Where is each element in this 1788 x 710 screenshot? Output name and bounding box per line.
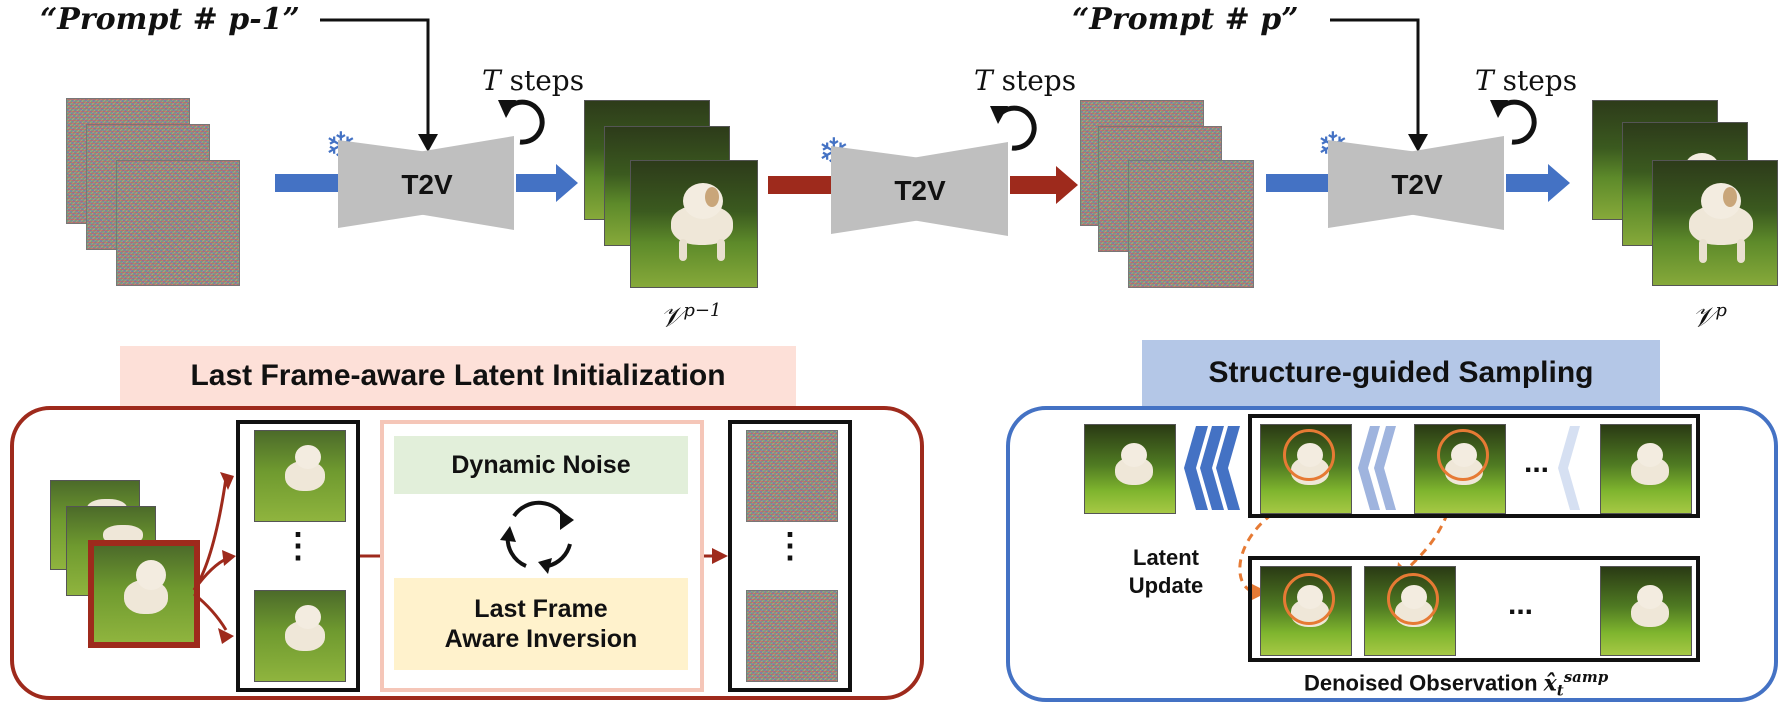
prompt-line: [320, 18, 430, 140]
noise-thumbnail: [746, 430, 838, 522]
loop-arrowhead: [990, 106, 1008, 124]
loop-arrowhead: [498, 100, 516, 118]
cycle-arrowhead: [560, 510, 574, 530]
blue-arrowhead: [1548, 164, 1570, 202]
loop-arrow-icon: [506, 99, 545, 145]
red-arrow-shaft: [768, 176, 832, 194]
frame-column-box: [236, 420, 360, 692]
video-frame: [630, 160, 758, 288]
t-steps-label: T steps: [1475, 64, 1578, 97]
loop-arrow-icon: [998, 105, 1037, 151]
blue-arrowhead: [556, 164, 578, 202]
fanout-arrowhead: [220, 472, 234, 490]
latent-update-label: Latent Update: [1128, 545, 1204, 598]
chevron-left-icon: [1358, 426, 1396, 510]
blue-arrow-shaft: [1266, 174, 1330, 192]
prompt-arrowhead: [1408, 134, 1428, 152]
denoised-row-box: [1248, 556, 1700, 662]
prompt-arrowhead: [418, 134, 438, 152]
chevron-left-icon: [1558, 426, 1580, 510]
denoised-frame: [1260, 566, 1352, 656]
dynamic-noise-box: Dynamic Noise: [394, 436, 688, 494]
fanout-arrow: [193, 592, 228, 631]
t-steps-label: T steps: [974, 64, 1077, 97]
t2v-label: T2V: [401, 169, 453, 200]
sampling-frame: [1414, 424, 1506, 514]
red-arrowhead: [1056, 166, 1078, 204]
horizontal-ellipsis: ...: [1508, 588, 1534, 621]
noise-thumbnail: [746, 590, 838, 682]
t2v-model-shape: [1408, 136, 1504, 230]
t2v-model-shape: [912, 142, 1008, 236]
t2v-label: T2V: [894, 175, 946, 206]
t2v-model-shape: [338, 140, 428, 228]
t2v-model-shape: [418, 136, 514, 230]
video-prev-label: 𝒱p−1: [660, 300, 722, 334]
t2v-model-shape: [1328, 140, 1418, 228]
noise-frame: [1128, 160, 1254, 288]
noise-frame: [116, 160, 240, 286]
video-curr-label: 𝒱p: [1692, 300, 1727, 334]
frame-thumbnail: [254, 590, 346, 682]
left-section-box: [10, 406, 924, 700]
fanout-arrowhead: [218, 628, 234, 644]
chevron-left-icon: [1184, 426, 1240, 510]
latent-column-box: [728, 420, 852, 692]
right-section-title: Structure-guided Sampling: [1142, 340, 1660, 406]
t-steps-label: T steps: [482, 64, 585, 97]
right-section-box: [1006, 406, 1778, 702]
frame-thumbnail: [254, 430, 346, 522]
blue-arrow-shaft: [1506, 174, 1550, 192]
process-output-arrowhead: [712, 548, 728, 564]
process-box: [380, 420, 704, 692]
loop-arrowhead: [1490, 100, 1508, 118]
blue-arrow-shaft: [516, 174, 558, 192]
t2v-label: T2V: [1391, 169, 1443, 200]
blue-arrow-shaft: [275, 174, 340, 192]
last-frame-highlight: [88, 540, 200, 648]
red-arrow-shaft: [1010, 176, 1058, 194]
cycle-arrowhead: [538, 558, 552, 574]
sampling-frame: [1260, 424, 1352, 514]
denoised-observation-label: Denoised Observation x̂tsamp: [1304, 668, 1609, 700]
sampling-row-box: [1248, 414, 1700, 518]
t2v-model-shape: [831, 146, 921, 234]
left-section-title: Last Frame-aware Latent Initialization: [120, 346, 796, 406]
video-frame: [1652, 160, 1778, 286]
guide-frame: [1084, 424, 1176, 514]
denoised-frame: [1600, 566, 1692, 656]
last-frame-inversion-box: Last Frame Aware Inversion: [394, 578, 688, 670]
denoised-frame: [1364, 566, 1456, 656]
sampling-frame: [1600, 424, 1692, 514]
fanout-arrowhead: [222, 550, 236, 566]
prompt-prev-label: “Prompt # p-1”: [40, 2, 300, 37]
cycle-arrowhead: [500, 526, 516, 542]
prompt-line: [1330, 18, 1420, 140]
prompt-curr-label: “Prompt # p”: [1072, 2, 1299, 37]
horizontal-ellipsis: ...: [1524, 446, 1550, 479]
loop-arrow-icon: [1498, 99, 1537, 145]
